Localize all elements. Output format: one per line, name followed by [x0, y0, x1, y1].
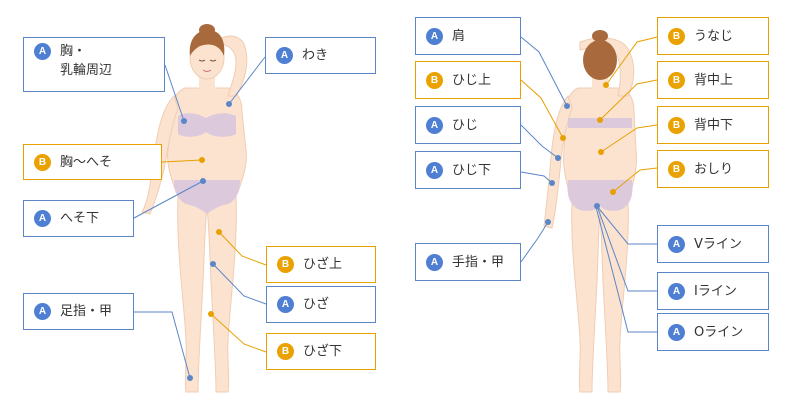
badge-a: A [277, 296, 294, 313]
leader-i-line [596, 205, 657, 292]
leader-upper-back [599, 79, 658, 121]
back-legs [571, 199, 629, 393]
label-toes-instep: A 足指・甲 [23, 293, 134, 330]
label-text: Iライン [694, 283, 737, 299]
badge-a: A [34, 303, 51, 320]
leader-shoulder [520, 36, 568, 107]
label-text: へそ下 [60, 211, 100, 226]
label-text: 胸・ 乳輪周辺 [60, 44, 113, 78]
front-legs [177, 194, 237, 393]
badge-b: B [668, 27, 685, 45]
leader-knee [212, 263, 267, 305]
leader-chest-navel [161, 159, 203, 163]
label-text: Oライン [694, 324, 744, 340]
label-text: ひじ上 [452, 72, 492, 88]
label-buttocks: B おしり [657, 150, 769, 188]
point-markers [181, 82, 616, 381]
badge-b: B [668, 160, 685, 178]
front-underwear [174, 180, 240, 214]
leader-chest [164, 64, 185, 122]
front-torso [167, 87, 247, 193]
label-text: ひざ下 [303, 344, 343, 359]
badge-a: A [668, 323, 685, 341]
back-right-arm [579, 37, 635, 97]
label-text: 肩 [452, 28, 466, 44]
label-elbow: A ひじ [415, 106, 521, 144]
label-armpit: A わき [265, 37, 376, 74]
label-text: 手指・甲 [452, 254, 505, 270]
label-upper-back: B 背中上 [657, 61, 769, 99]
badge-a: A [426, 161, 443, 179]
leader-lines [133, 36, 658, 379]
label-text: 足指・甲 [60, 304, 113, 319]
label-text: ひざ上 [303, 257, 343, 272]
leader-nape [605, 36, 658, 86]
badge-b: B [426, 71, 443, 89]
label-chest-areola: A 胸・ 乳輪周辺 [23, 37, 165, 92]
leader-armpit [228, 56, 266, 105]
badge-b: B [668, 71, 685, 89]
back-figure [543, 30, 637, 393]
front-hair-bun [199, 24, 215, 36]
badge-a: A [34, 43, 51, 60]
badge-a: A [668, 282, 685, 300]
badge-b: B [34, 153, 51, 171]
label-below-knee: B ひざ下 [266, 333, 376, 370]
label-text: うなじ [694, 28, 734, 44]
badge-a: A [34, 210, 51, 227]
label-text: ひざ [303, 297, 330, 312]
label-shoulder: A 肩 [415, 17, 521, 55]
front-bra [178, 113, 236, 137]
label-text: Vライン [694, 236, 742, 252]
label-fingers-back-of-hand: A 手指・甲 [415, 243, 521, 281]
leader-fingers [520, 221, 549, 263]
badge-b: B [277, 343, 294, 360]
leader-elbow [520, 124, 559, 159]
label-text: ひじ [452, 117, 479, 133]
back-left-arm [543, 95, 573, 229]
badge-a: A [426, 116, 443, 134]
label-v-line: A Vライン [657, 225, 769, 263]
leader-lower-back [600, 124, 658, 153]
leader-below-navel [133, 180, 204, 219]
back-torso [563, 87, 637, 197]
leader-v-line [595, 204, 657, 245]
leader-below-knee [210, 313, 267, 353]
label-above-knee: B ひざ上 [266, 246, 376, 283]
leader-toes [134, 311, 191, 379]
label-below-elbow: A ひじ下 [415, 151, 521, 189]
leader-o-line [595, 206, 657, 333]
label-chest-to-navel: B 胸〜へそ [23, 144, 162, 180]
label-text: おしり [694, 161, 734, 177]
label-text: わき [302, 48, 329, 63]
badge-a: A [426, 253, 443, 271]
label-lower-back: B 背中下 [657, 106, 769, 144]
back-head [583, 40, 617, 80]
badge-b: B [277, 256, 294, 273]
back-underwear [567, 180, 633, 211]
label-below-navel: A へそ下 [23, 200, 134, 237]
label-i-line: A Iライン [657, 272, 769, 310]
badge-a: A [668, 235, 685, 253]
label-text: 背中上 [694, 72, 734, 88]
label-text: 背中下 [694, 117, 734, 133]
badge-a: A [426, 27, 443, 45]
badge-b: B [668, 116, 685, 134]
leader-below-elbow [520, 171, 553, 184]
label-text: ひじ下 [452, 162, 492, 178]
leader-above-knee [218, 231, 267, 266]
badge-a: A [276, 47, 293, 64]
front-hair [189, 30, 225, 56]
leader-buttocks [612, 167, 658, 193]
label-text: 胸〜へそ [60, 154, 113, 170]
label-nape: B うなじ [657, 17, 769, 55]
label-above-elbow: B ひじ上 [415, 61, 521, 99]
leader-above-elbow [520, 79, 564, 139]
label-o-line: A Oライン [657, 313, 769, 351]
label-knee: A ひざ [266, 286, 376, 323]
